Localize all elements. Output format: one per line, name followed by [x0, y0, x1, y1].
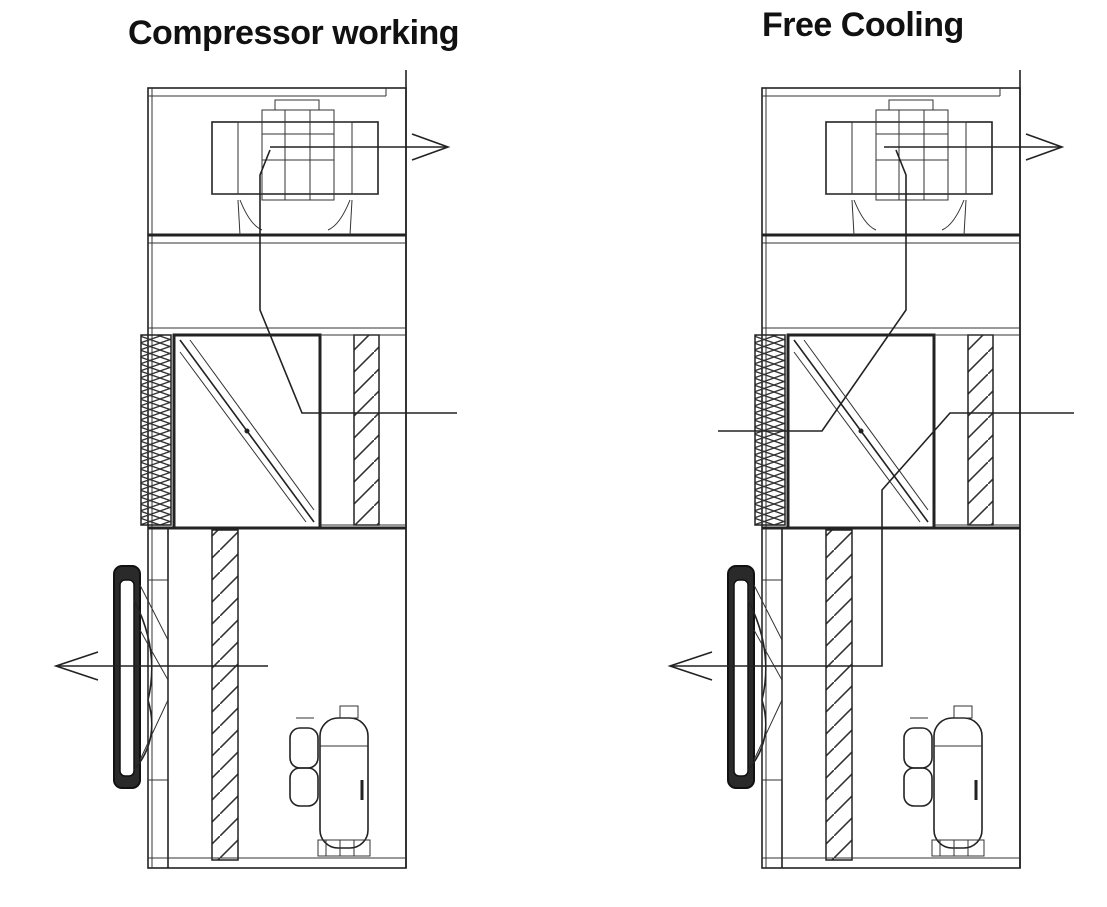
title-free-cooling: Free Cooling — [762, 6, 964, 44]
title-compressor-working: Compressor working — [128, 14, 460, 52]
panel-free-cooling — [667, 68, 1074, 870]
panel-compressor-working — [53, 68, 457, 870]
airflow-inlet-freecooling — [718, 149, 907, 432]
airflow-return-freecooling — [780, 412, 1074, 667]
side-outlet-arrow — [53, 651, 268, 681]
top-outlet-arrow — [270, 133, 451, 161]
airflow-path-compressor — [259, 149, 457, 414]
side-outlet-arrow-freecooling — [667, 651, 780, 681]
top-outlet-arrow-freecooling — [884, 133, 1065, 161]
